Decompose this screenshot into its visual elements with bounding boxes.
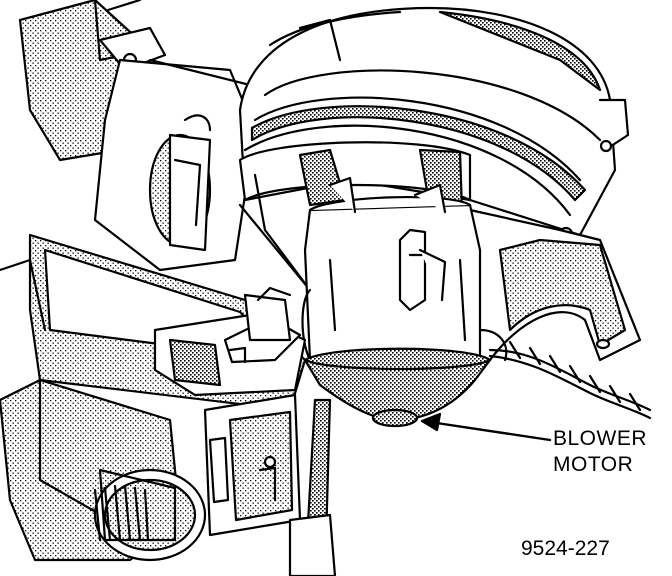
wiring-harness bbox=[488, 340, 652, 420]
support-rod bbox=[288, 398, 337, 576]
callout-leader-arrow bbox=[420, 412, 552, 442]
blower-motor-body bbox=[301, 176, 508, 428]
callout-label-line1: BLOWER bbox=[553, 427, 648, 450]
callout-label-line2: MOTOR bbox=[553, 453, 634, 476]
lower-left-housing bbox=[0, 378, 207, 562]
figure-number: 9524-227 bbox=[521, 537, 610, 560]
motor-connector bbox=[153, 286, 307, 397]
motor-mounting-plate bbox=[238, 141, 472, 292]
lower-bracket bbox=[203, 393, 302, 537]
housing-mount-flange bbox=[468, 208, 642, 362]
